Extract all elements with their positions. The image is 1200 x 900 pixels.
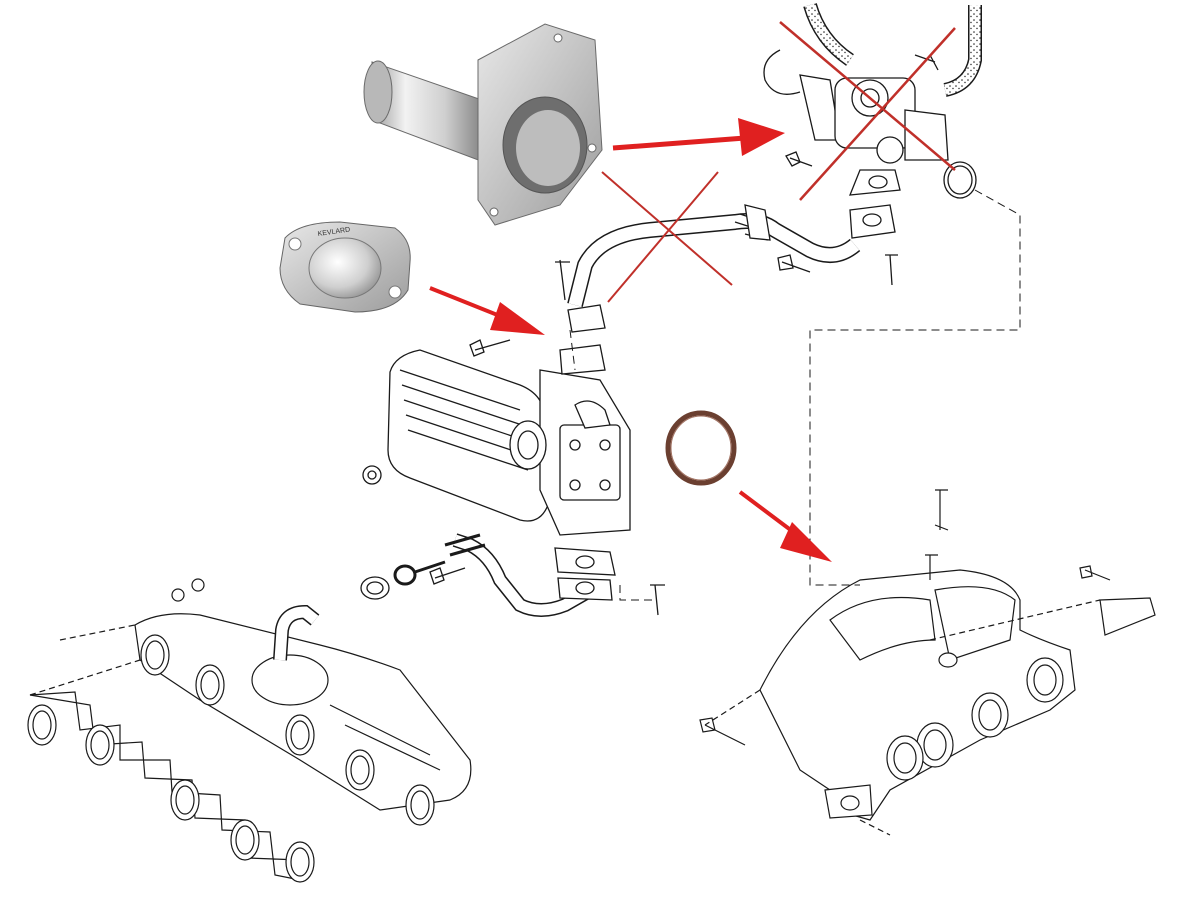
arrow-oring-to-manifold <box>738 490 832 562</box>
egr-lower-pipe <box>360 533 665 617</box>
egr-delete-pipe <box>363 23 603 226</box>
leader-lines <box>569 189 1021 601</box>
egr-blanking-plate: KEVLARD <box>279 221 411 313</box>
o-ring <box>665 410 737 486</box>
arrow-pipe-to-valve <box>612 118 785 156</box>
exhaust-manifold <box>27 578 472 883</box>
cross-out-valve <box>779 21 956 201</box>
arrow-plate-to-cooler <box>429 286 545 335</box>
egr-pipe <box>555 204 861 333</box>
cross-out-pipe <box>601 171 733 303</box>
gasket-stamp-text: KEVLARD <box>317 226 350 237</box>
intake-manifold <box>699 489 1156 836</box>
egr-cooler <box>362 339 631 536</box>
